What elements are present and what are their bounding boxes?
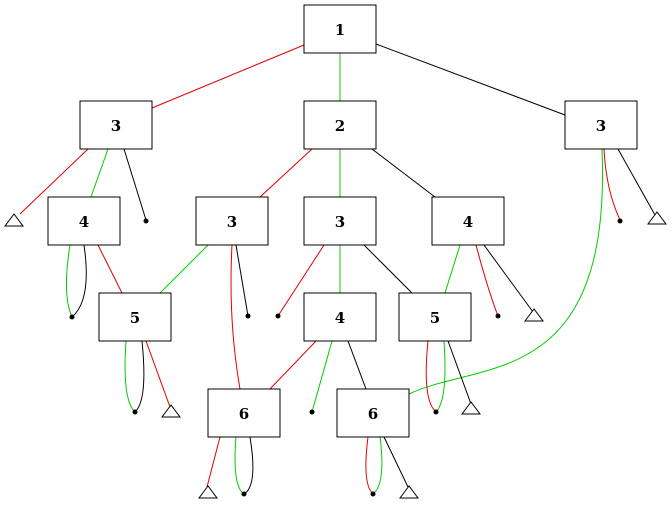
edge-6b-loop-green [372,436,383,495]
node-box [336,388,410,438]
tree-node: 5 [98,292,172,342]
node-label: 3 [335,213,345,231]
terminal-dot [132,409,138,415]
tree-node: 4 [431,196,505,246]
node-box [98,292,172,342]
tree-node: 3 [564,100,638,150]
node-label: 1 [335,21,345,39]
terminal-triangle [161,404,181,418]
edge-1-3a [151,44,305,109]
nodes: 1 3 2 3 4 3 3 4 5 4 5 6 6 [47,4,638,438]
edge-3b-dot [603,148,621,221]
edge-5b-loop-green [435,340,446,413]
terminal-dot [495,313,501,319]
edge-4b-dot [475,244,499,317]
node-box [303,4,377,54]
terminal-triangle [524,308,544,322]
edge-3c-dot [235,244,249,317]
terminal-dot [275,313,281,319]
terminal-dot [370,491,376,497]
node-label: 4 [463,213,473,231]
node-box [303,292,377,342]
tree-node: 4 [303,292,377,342]
edge-5b-tri [447,340,472,405]
tree-node: 6 [207,388,281,438]
node-box [398,292,472,342]
terminal-triangle [647,211,667,225]
terminal-dot [433,409,439,415]
node-label: 5 [130,309,140,327]
edge-1-3b [375,43,566,116]
tree-node: 3 [79,100,153,150]
edge-4c-6b [347,340,367,390]
edge-6b-loop-red [365,436,374,495]
node-label: 3 [227,213,237,231]
edge-3a-4a [90,148,109,198]
node-label: 4 [335,309,345,327]
edge-5a-loop-black [134,340,145,413]
edge-4a-loop-green [65,244,73,318]
node-label: 3 [111,117,121,135]
terminal-dot [245,313,251,319]
edge-3c-6a [230,244,241,390]
edge-6a-loop-green [234,436,245,495]
edge-3a-tri [19,148,89,215]
tree-node: 1 [303,4,377,54]
node-label: 6 [368,405,378,423]
terminal-dot [69,314,75,320]
edge-3d-5b [363,244,413,294]
node-label: 4 [79,213,89,231]
tree-node: 4 [47,196,121,246]
edges [19,43,656,495]
tree-node: 3 [195,196,269,246]
edge-3b-tri [617,148,656,216]
edge-6a-tri [206,436,221,488]
terminal-dot [309,409,315,415]
edge-5b-loop-red [425,340,437,413]
node-label: 3 [596,117,606,135]
node-label: 2 [335,117,345,135]
edge-3a-dot [123,148,147,221]
terminal-triangle [198,485,218,499]
node-box [195,196,269,246]
edge-3d-dot [277,244,325,317]
terminal-triangle [461,401,481,415]
tree-node: 2 [303,100,377,150]
terminal-triangle [399,485,419,499]
edge-2-4b [371,148,436,198]
edge-6a-loop-black [243,436,254,495]
terminal-dot [143,218,149,224]
node-box [47,196,121,246]
edge-4b-5b [444,244,461,294]
edge-4a-loop-black [71,244,87,318]
node-box [303,100,377,150]
edge-3b-6b [408,148,604,395]
node-label: 5 [430,309,440,327]
node-box [79,100,153,150]
edge-4c-dot [311,340,333,413]
tree-node: 3 [303,196,377,246]
edge-5a-tri [145,340,171,408]
edge-4b-tri [483,244,534,313]
node-box [303,196,377,246]
terminals [4,211,667,499]
tree-node: 5 [398,292,472,342]
edge-2-3c [259,148,313,198]
terminal-dot [617,218,623,224]
tree-node: 6 [336,388,410,438]
node-box [564,100,638,150]
node-label: 6 [239,405,249,423]
node-box [431,196,505,246]
terminal-dot [241,491,247,497]
edge-6b-tri [383,436,409,488]
edge-3c-5a [159,244,209,294]
edge-5a-loop-green [124,340,136,413]
edge-4c-6a [269,340,317,390]
node-box [207,388,281,438]
edge-4a-5a [97,244,123,294]
terminal-triangle [4,213,24,227]
